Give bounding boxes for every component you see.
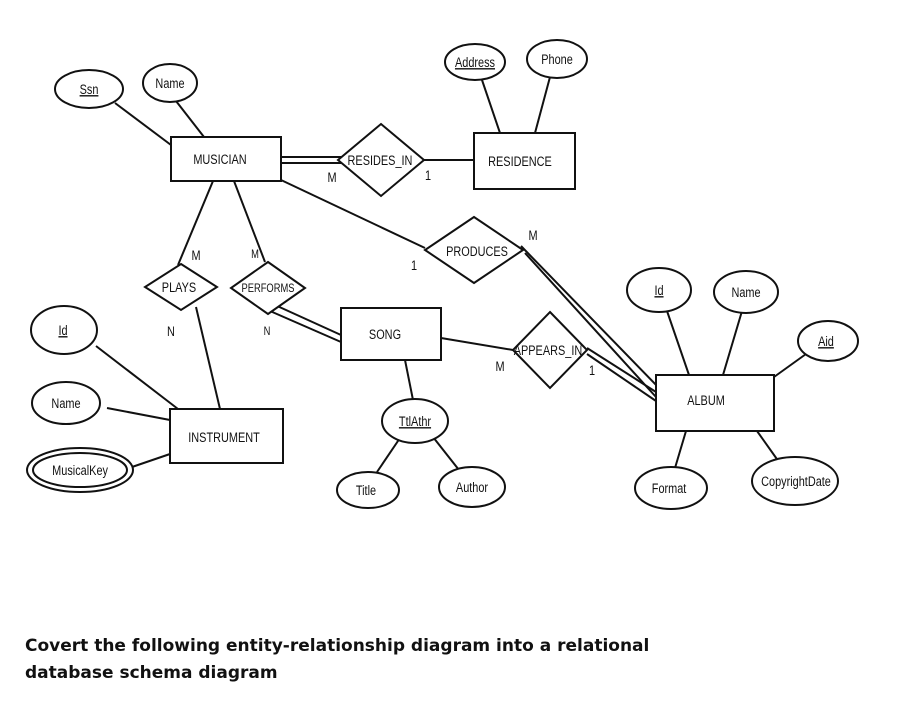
attribute-album-copyrightdate-label: CopyrightDate	[761, 474, 831, 490]
question-caption: Covert the following entity-relationship…	[25, 633, 665, 687]
cardinality-performs-musician: M	[251, 248, 259, 261]
entity-album: ALBUM	[655, 374, 775, 432]
er-diagram: MUSICIAN RESIDENCE SONG INSTRUMENT ALBUM…	[26, 39, 859, 510]
attribute-residence-phone-label: Phone	[541, 52, 573, 68]
attribute-album-name: Name	[713, 270, 779, 314]
attribute-song-author: Author	[438, 466, 506, 508]
cardinality-appears-in-song: M	[495, 359, 504, 375]
relationship-resides-in: RESIDES_IN	[336, 122, 426, 198]
relationship-resides-in-label: RESIDES_IN	[348, 153, 413, 169]
relationship-produces-label: PRODUCES	[446, 244, 508, 260]
cardinality-produces-musician: 1	[411, 258, 417, 274]
entity-song-label: SONG	[369, 327, 401, 343]
attribute-instrument-musicalkey: MusicalKey	[26, 447, 134, 493]
attribute-album-id: Id	[626, 267, 692, 313]
attribute-album-aid: Aid	[797, 320, 859, 362]
attribute-album-format: Format	[634, 466, 708, 510]
attribute-musician-ssn: Ssn	[54, 69, 124, 109]
cardinality-plays-musician: M	[191, 248, 200, 264]
attribute-instrument-name-label: Name	[51, 396, 80, 412]
attribute-album-name-label: Name	[731, 285, 760, 301]
attribute-album-copyrightdate: CopyrightDate	[751, 456, 839, 506]
attribute-instrument-id-label: Id	[58, 323, 67, 339]
cardinality-labels: M 1 1 M M N M N M 1	[167, 168, 595, 379]
relationship-appears-in-label: APPEARS_IN	[514, 343, 583, 359]
attribute-song-ttlathr: TtlAthr	[381, 398, 449, 444]
attribute-song-title: Title	[336, 471, 400, 509]
entity-residence-label: RESIDENCE	[488, 154, 552, 170]
relationship-produces: PRODUCES	[423, 215, 525, 285]
entity-musician-label: MUSICIAN	[193, 152, 246, 168]
cardinality-plays-instrument: N	[167, 324, 175, 340]
attribute-song-author-label: Author	[456, 480, 488, 496]
attribute-album-aid-label: Aid	[818, 334, 834, 350]
connector-lines	[95, 76, 807, 473]
relationship-performs-label: PERFORMS	[242, 282, 295, 295]
caption-line-1: Covert the following entity-relationship…	[25, 636, 650, 656]
cardinality-resides-in-musician: M	[327, 170, 336, 186]
attribute-instrument-id: Id	[30, 305, 98, 355]
attribute-residence-address: Address	[444, 43, 506, 81]
attribute-musician-ssn-label: Ssn	[80, 82, 99, 98]
attribute-musician-name-label: Name	[155, 76, 184, 92]
attribute-musician-name: Name	[142, 63, 198, 103]
cardinality-resides-in-residence: 1	[425, 168, 431, 184]
attribute-album-id-label: Id	[654, 283, 663, 299]
attribute-song-title-label: Title	[356, 483, 376, 499]
attribute-residence-phone: Phone	[526, 39, 588, 79]
relationship-performs: PERFORMS	[229, 260, 307, 316]
attribute-instrument-musicalkey-label: MusicalKey	[52, 463, 108, 479]
attribute-song-ttlathr-label: TtlAthr	[399, 414, 431, 430]
cardinality-produces-album: M	[528, 228, 537, 244]
attribute-residence-address-label: Address	[455, 55, 495, 71]
attribute-album-format-label: Format	[652, 481, 687, 497]
relationship-appears-in: APPEARS_IN	[511, 310, 589, 390]
entity-album-label: ALBUM	[687, 393, 725, 409]
cardinality-performs-song: N	[264, 325, 271, 338]
entity-residence: RESIDENCE	[473, 132, 576, 190]
caption-line-2: database schema diagram	[25, 663, 278, 683]
relationship-plays-label: PLAYS	[162, 280, 196, 296]
attribute-instrument-name: Name	[31, 381, 101, 425]
entity-song: SONG	[340, 307, 442, 361]
cardinality-appears-in-album: 1	[589, 363, 595, 379]
entity-instrument: INSTRUMENT	[169, 408, 284, 464]
relationship-plays: PLAYS	[143, 262, 219, 312]
entity-instrument-label: INSTRUMENT	[188, 430, 260, 446]
entity-musician: MUSICIAN	[170, 136, 282, 182]
